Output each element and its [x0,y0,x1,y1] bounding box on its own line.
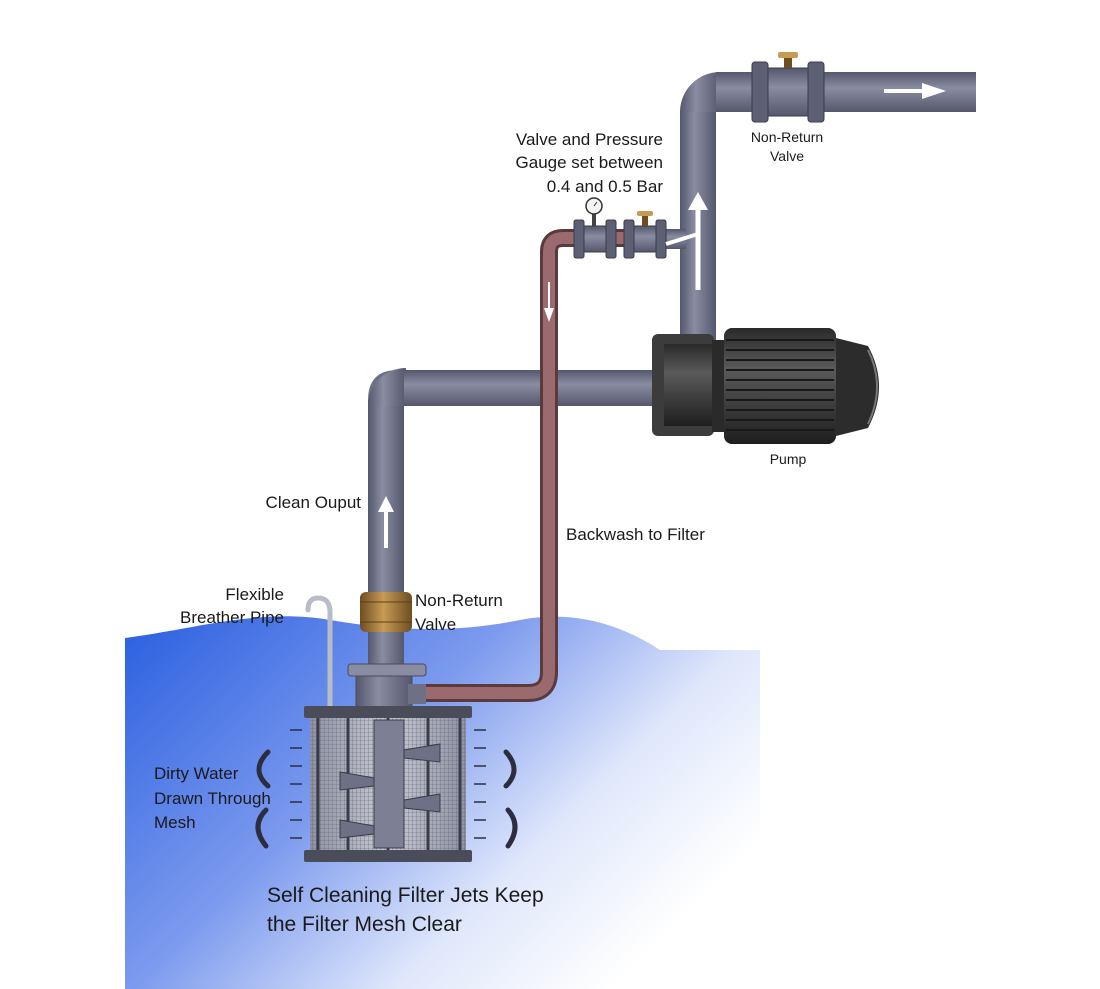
label-top-non-return-valve: Non-Return Valve [751,129,823,164]
pump-discharge-arrow [688,192,708,290]
label-valve-and-pressure-gauge: Valve and Pressure Gauge set between 0.4… [516,130,664,196]
flow-arrows [378,83,946,548]
label-flexible-breather-pipe: Flexible Breather Pipe [180,585,284,627]
svg-text:the Filter Mesh Clear: the Filter Mesh Clear [267,913,462,936]
branch-arrow [665,232,699,246]
backwash-valve-assembly [573,211,667,259]
suction-flow-arrows [255,749,518,849]
svg-text:Non-Return: Non-Return [415,591,503,610]
motor-cooling-fins [726,339,834,431]
clean-output-arrow [378,496,394,548]
label-backwash-to-filter: Backwash to Filter [566,525,705,544]
svg-text:Dirty Water: Dirty Water [154,764,239,783]
svg-text:Valve: Valve [415,615,456,634]
label-dirty-water: Dirty Water Drawn Through Mesh [154,764,271,832]
mesh-inflow-ticks [290,729,486,839]
svg-text:Non-Return: Non-Return [751,129,823,145]
svg-text:0.4 and 0.5 Bar: 0.4 and 0.5 Bar [547,177,664,196]
svg-text:Breather Pipe: Breather Pipe [180,608,284,627]
label-clean-output: Clean Ouput [266,493,362,512]
svg-text:Valve: Valve [770,148,804,164]
svg-text:Self Cleaning Filter Jets Keep: Self Cleaning Filter Jets Keep [267,884,544,907]
outlet-arrow [884,83,946,99]
svg-text:Drawn Through: Drawn Through [154,789,271,808]
bottom-non-return-valve [360,592,412,632]
svg-text:Valve and Pressure: Valve and Pressure [516,130,663,149]
pressure-gauge [585,197,603,226]
backwash-down-arrow [544,282,554,322]
flexible-breather-pipe [305,595,333,713]
label-pump: Pump [770,451,807,467]
svg-text:Flexible: Flexible [225,585,284,604]
svg-text:Gauge set between: Gauge set between [516,153,663,172]
filter-jets [339,719,441,849]
label-self-cleaning-filter: Self Cleaning Filter Jets Keep the Filte… [267,884,544,936]
filter-head [347,663,427,713]
label-bottom-non-return-valve: Non-Return Valve [415,591,503,634]
self-cleaning-filter-cage [304,706,472,862]
svg-text:Mesh: Mesh [154,813,196,832]
pump [652,328,879,444]
top-non-return-valve [751,52,825,123]
